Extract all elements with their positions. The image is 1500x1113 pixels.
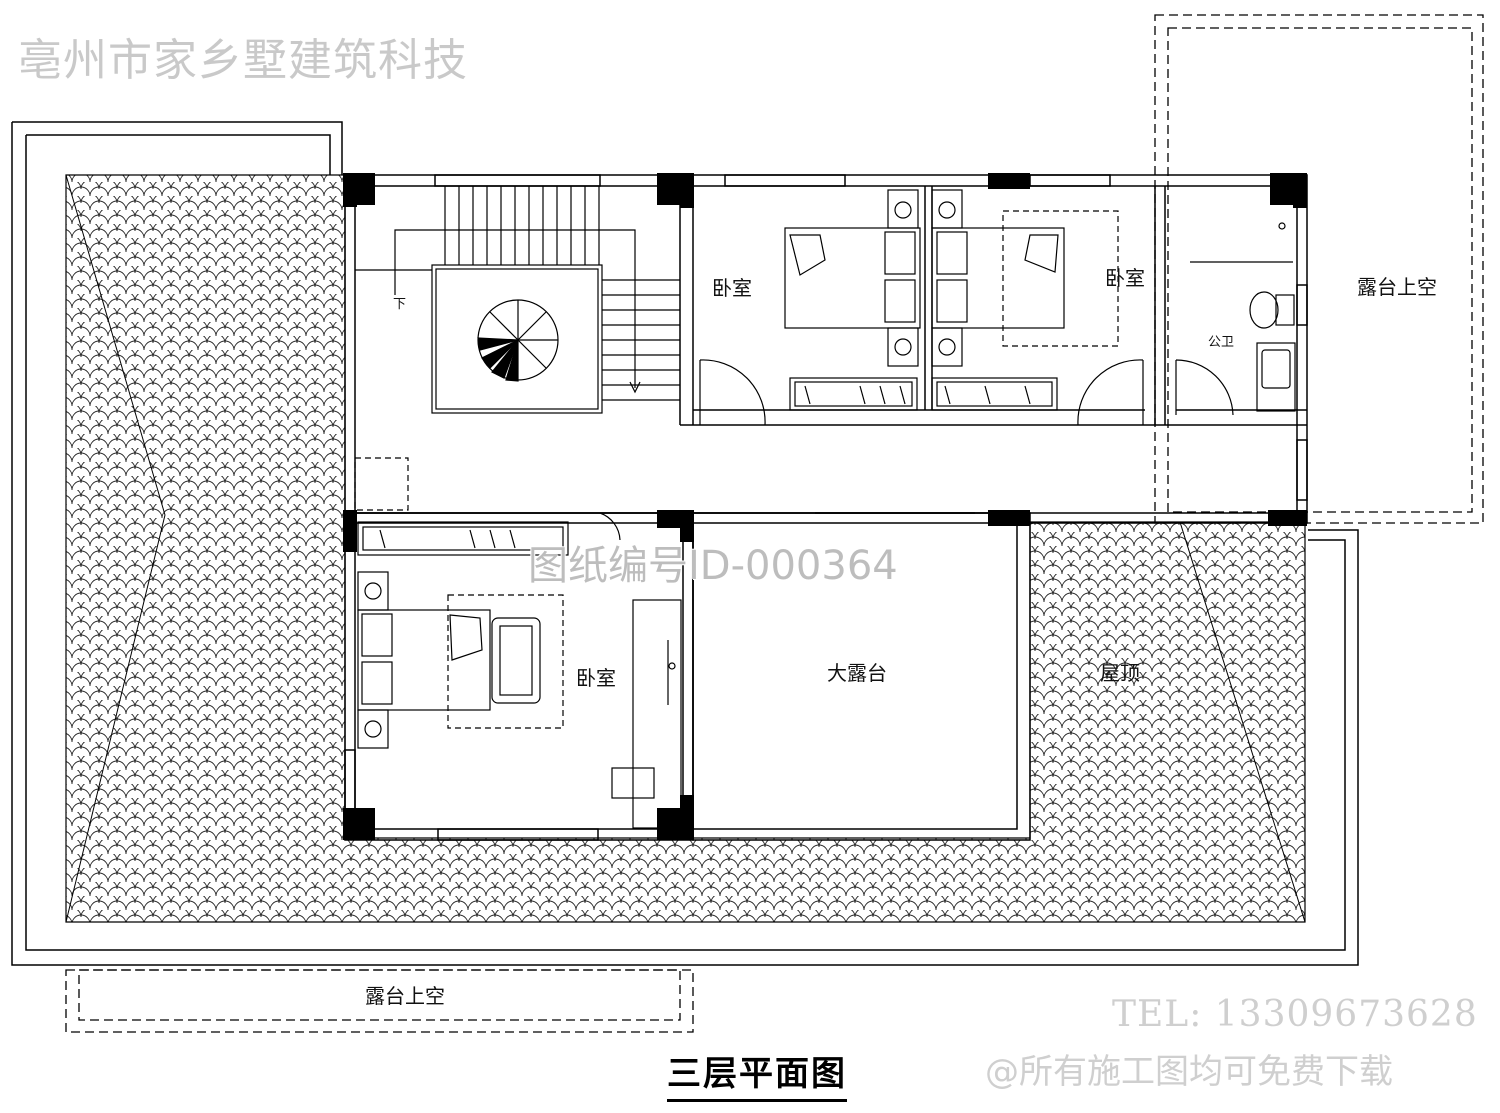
- columns: [343, 173, 1307, 840]
- bedroom-2-furniture: [931, 189, 1119, 411]
- label-bedroom-1: 卧室: [712, 276, 752, 300]
- watermark-company: 亳州市家乡墅建筑科技: [18, 35, 468, 86]
- plan-title: 三层平面图: [667, 1046, 847, 1102]
- label-terrace-void-bottom: 露台上空: [365, 984, 445, 1008]
- label-stair-down: 下: [393, 297, 406, 312]
- walls: [344, 174, 1308, 841]
- watermark-free-download: @所有施工图均可免费下载: [985, 1052, 1393, 1092]
- label-roof: 屋顶: [1100, 661, 1140, 685]
- label-public-bath: 公卫: [1208, 335, 1234, 350]
- staircase: [355, 186, 680, 414]
- bedroom-3-furniture: [357, 521, 682, 829]
- spiral-stair: [477, 299, 559, 382]
- label-terrace-void-right: 露台上空: [1357, 275, 1437, 299]
- terrace-void-bottom: [65, 969, 694, 1033]
- label-big-terrace: 大露台: [827, 661, 887, 685]
- bathroom-fixtures: [1190, 222, 1296, 412]
- terrace-void-right: [1154, 14, 1484, 524]
- bedroom-1-furniture: [784, 189, 921, 411]
- label-bedroom-3: 卧室: [576, 666, 616, 690]
- watermark-tel: TEL: 13309673628: [1112, 994, 1478, 1035]
- label-bedroom-2: 卧室: [1105, 266, 1145, 290]
- roof-outline: [11, 121, 1359, 966]
- watermark-drawing-id: 图纸编号ID-000364: [528, 543, 898, 589]
- doors: [354, 359, 1234, 541]
